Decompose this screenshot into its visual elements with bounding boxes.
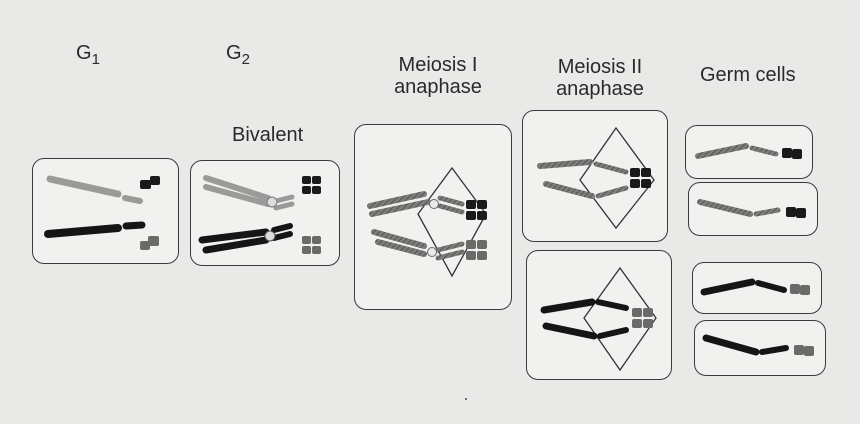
g1-dark-chromosome [44,221,146,238]
meiosis2-bottom-chromosomes [540,298,629,340]
label-g2-subscript: 2 [241,51,250,68]
meiosis1-lower-chromosome-pair [371,229,465,261]
label-bivalent: Bivalent [232,124,304,146]
stray-dot [465,398,467,400]
g1-small-grey-chromosome [140,236,159,250]
germ-cell-2-content [697,199,806,218]
panel-g1 [32,158,179,264]
label-g1: G1 [76,42,100,68]
meiosis2-top-spindle [579,126,655,230]
meiosis2-top-small-dark-quad [630,168,651,188]
meiosis2-top-chromosomes [537,159,629,199]
germ-cell-1-content [695,143,802,159]
meiosis1-spindle [417,166,487,278]
g1-small-dark-chromosome [140,176,160,189]
g2-small-grey-quad [302,236,321,254]
germ-cell-4-content [702,334,814,356]
g2-dark-bivalent [198,223,293,254]
label-germ-cells: Germ cells [700,64,796,86]
label-meiosis-2: Meiosis II anaphase [556,56,644,100]
germ-cell-3-content [700,278,810,296]
label-g2: G2 [226,42,250,68]
g2-small-dark-quad [302,176,321,194]
meiosis1-small-grey-quad [466,240,487,260]
g2-light-bivalent [203,175,295,211]
meiosis2-bottom-small-grey-quad [632,308,653,328]
label-meiosis-1: Meiosis I anaphase [394,54,482,98]
g1-light-chromosome [46,175,143,204]
meiosis1-small-dark-quad [466,200,487,220]
label-g1-subscript: 1 [91,51,100,68]
meiosis1-upper-chromosome-pair [367,191,465,217]
